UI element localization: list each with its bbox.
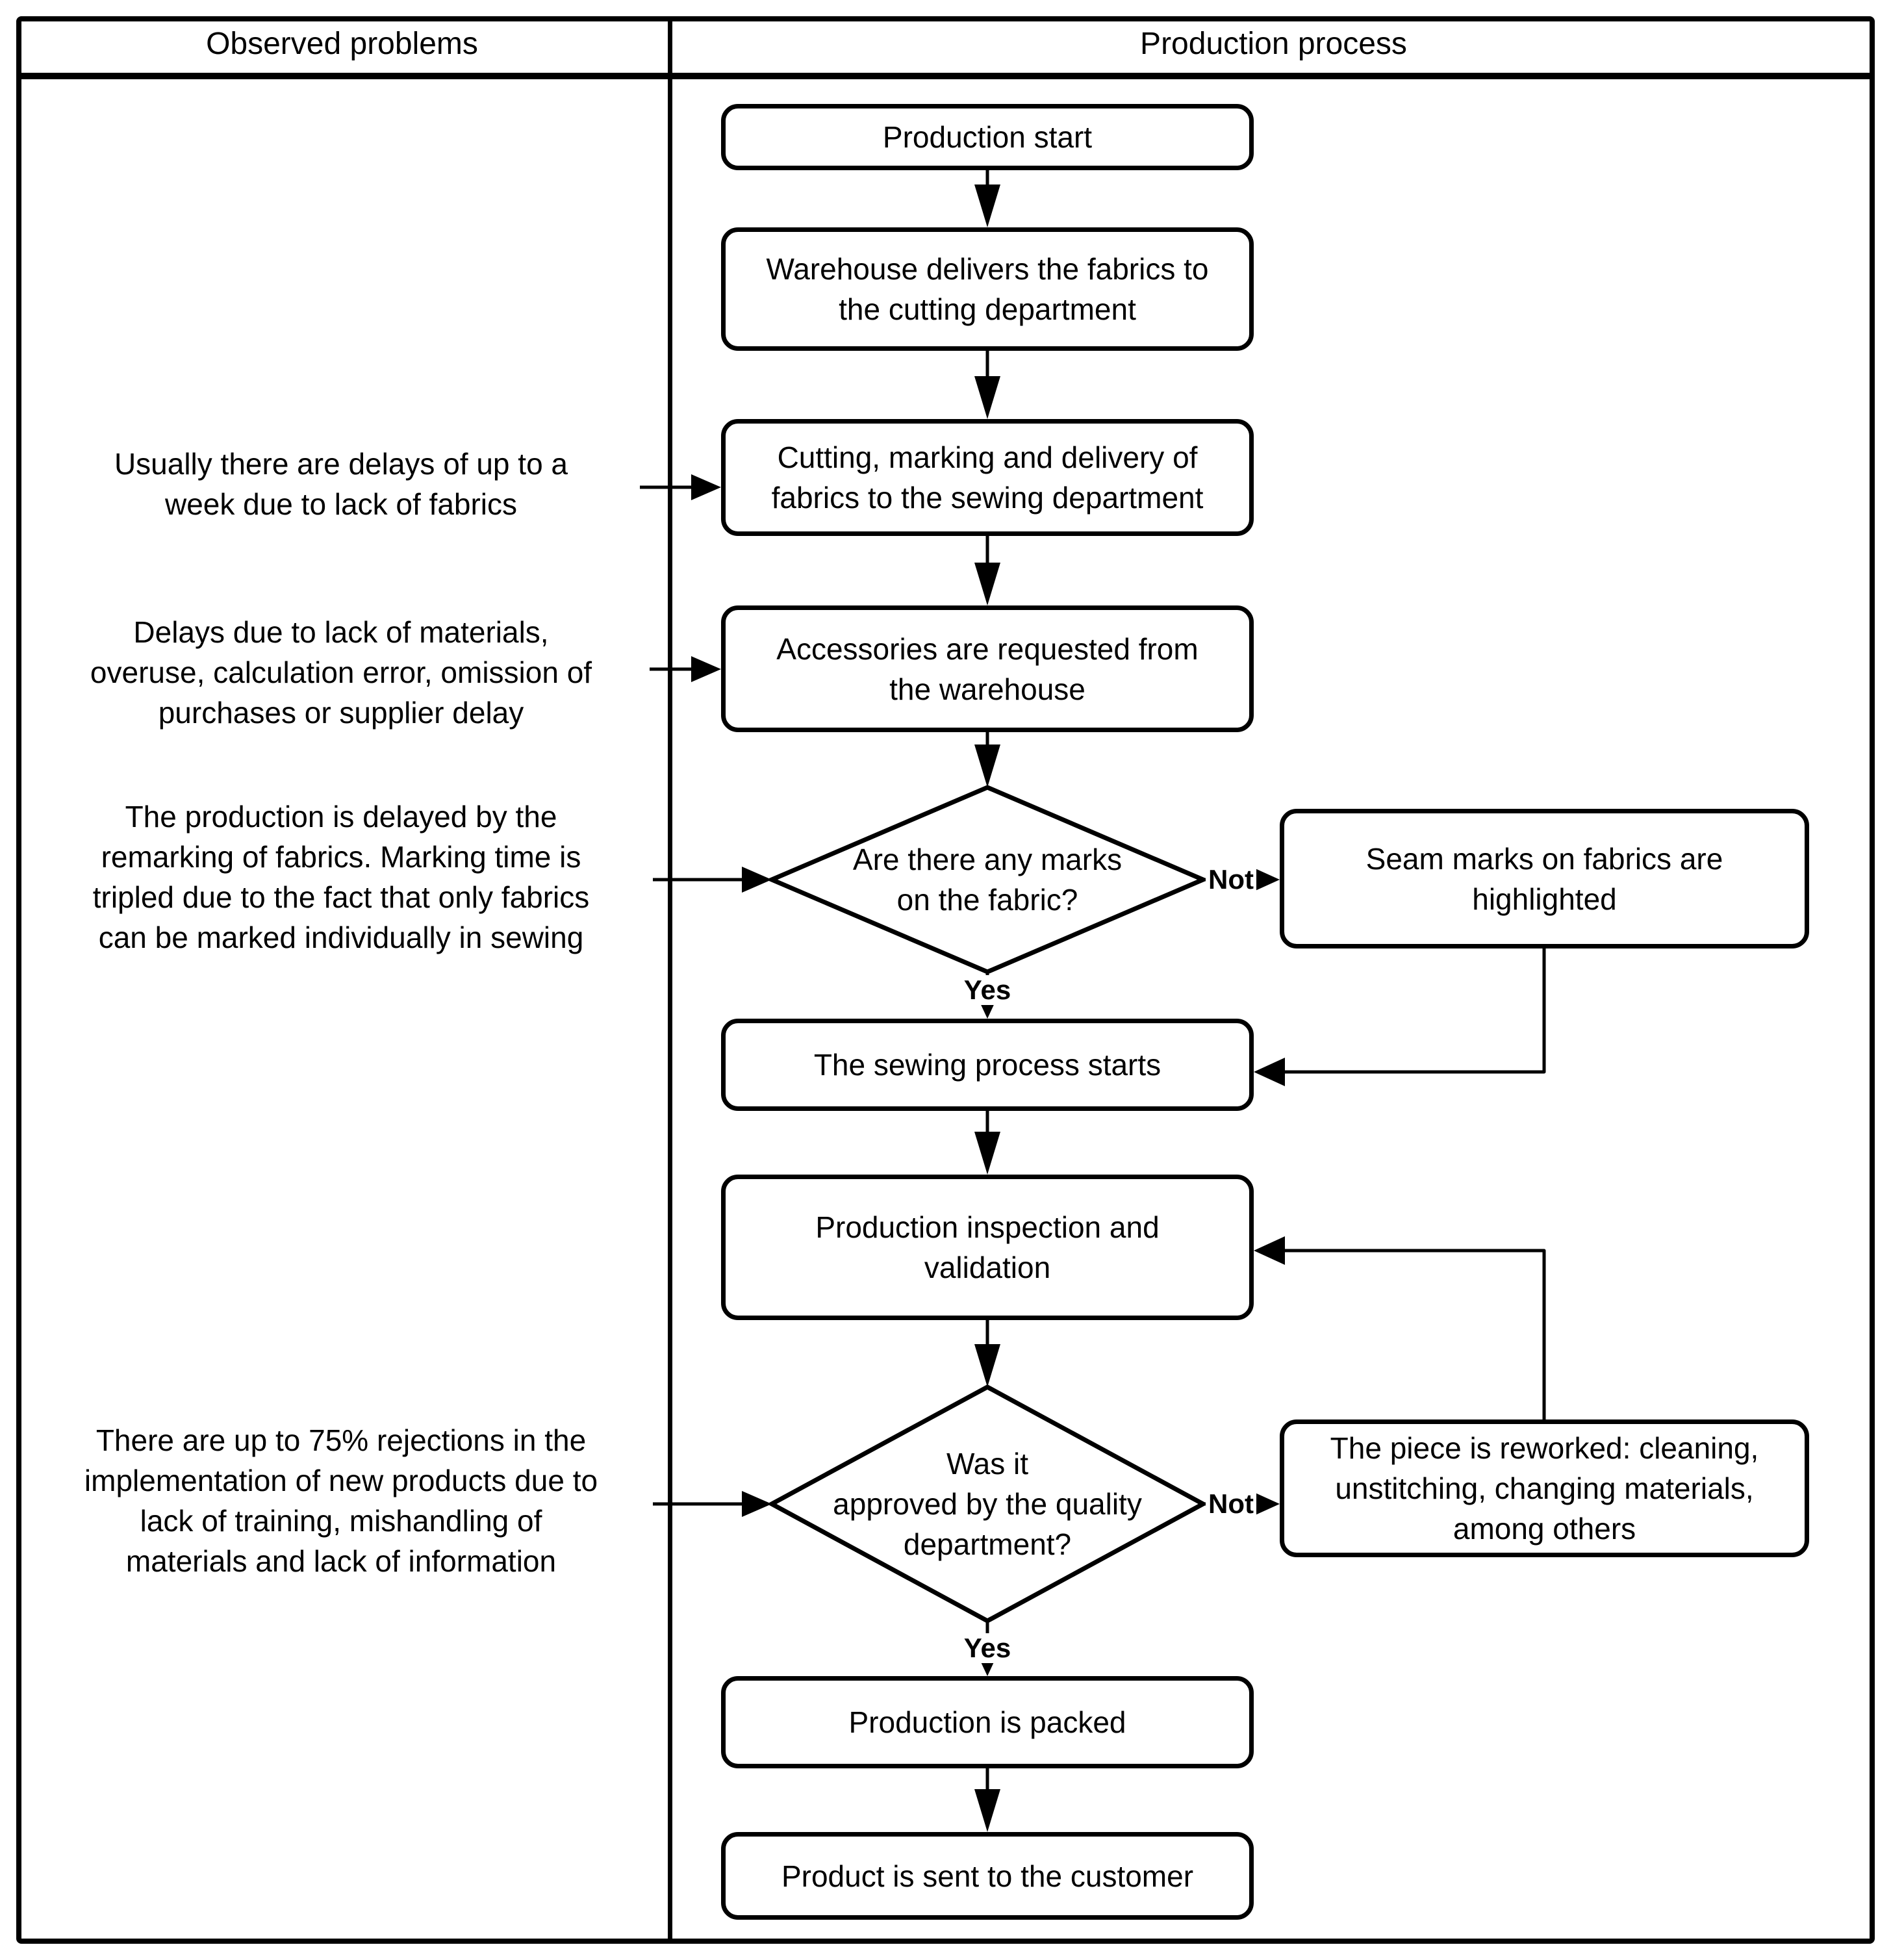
annotation-delays-lack-of-materials: Delays due to lack of materials, overuse… bbox=[90, 615, 592, 730]
node-sewing-starts: The sewing process starts bbox=[721, 1019, 1254, 1111]
node-product-sent: Product is sent to the customer bbox=[721, 1832, 1254, 1920]
column-divider-line bbox=[668, 16, 672, 1944]
node-production-packed: Production is packed bbox=[721, 1676, 1254, 1768]
annotation-remarking-of-fabrics: The production is delayed by the remarki… bbox=[92, 800, 590, 954]
arrowhead-right-icon bbox=[742, 867, 772, 893]
edge-label-marks-yes: Yes bbox=[961, 975, 1014, 1005]
arrowhead-down-icon bbox=[974, 376, 1000, 419]
arrowhead-left-icon bbox=[1254, 1236, 1285, 1265]
arrowhead-down-icon bbox=[974, 1344, 1000, 1387]
column-header-production-process: Production process bbox=[1140, 27, 1407, 61]
arrowhead-down-icon bbox=[974, 1789, 1000, 1832]
node-seam-marks-highlighted: Seam marks on fabrics are highlighted bbox=[1280, 809, 1809, 948]
decision-diamond-marks bbox=[766, 785, 1209, 974]
arrowhead-down-icon bbox=[974, 745, 1000, 787]
arrowhead-right-icon bbox=[691, 474, 721, 500]
edge-label-quality-yes: Yes bbox=[961, 1633, 1014, 1663]
annotation-delays-lack-of-fabrics: Usually there are delays of up to a week… bbox=[114, 447, 568, 521]
edge-label-quality-not: Not bbox=[1206, 1489, 1256, 1519]
node-warehouse-delivers: Warehouse delivers the fabrics to the cu… bbox=[721, 227, 1254, 351]
decision-marks-label: Are there any marks on the fabric? bbox=[852, 843, 1123, 917]
arrowhead-right-icon bbox=[691, 656, 721, 682]
annotation-75-percent-rejections: There are up to 75% rejections in the im… bbox=[84, 1423, 598, 1578]
decision-quality-label: Was it approved by the quality departmen… bbox=[833, 1447, 1142, 1561]
node-accessories-requested: Accessories are requested from the wareh… bbox=[721, 605, 1254, 732]
arrowhead-down-icon bbox=[974, 1132, 1000, 1175]
column-header-observed-problems: Observed problems bbox=[206, 27, 478, 61]
decision-diamond-quality bbox=[767, 1384, 1208, 1623]
arrowhead-left-icon bbox=[1254, 1058, 1285, 1086]
arrow-rework-to-inspection bbox=[1262, 1249, 1546, 1419]
arrowhead-right-icon bbox=[1252, 867, 1280, 892]
arrow-seam-to-sewing bbox=[1262, 948, 1546, 1074]
arrowhead-down-icon bbox=[974, 185, 1000, 227]
arrowhead-down-icon bbox=[974, 563, 1000, 605]
arrowhead-right-icon bbox=[1252, 1492, 1280, 1516]
arrowhead-right-icon bbox=[742, 1491, 772, 1517]
edge-label-marks-not: Not bbox=[1206, 865, 1256, 895]
node-production-start: Production start bbox=[721, 104, 1254, 170]
header-separator-line bbox=[16, 73, 1875, 79]
node-piece-reworked: The piece is reworked: cleaning, unstitc… bbox=[1280, 1419, 1809, 1557]
node-cutting-marking: Cutting, marking and delivery of fabrics… bbox=[721, 419, 1254, 536]
node-production-inspection: Production inspection and validation bbox=[721, 1175, 1254, 1320]
